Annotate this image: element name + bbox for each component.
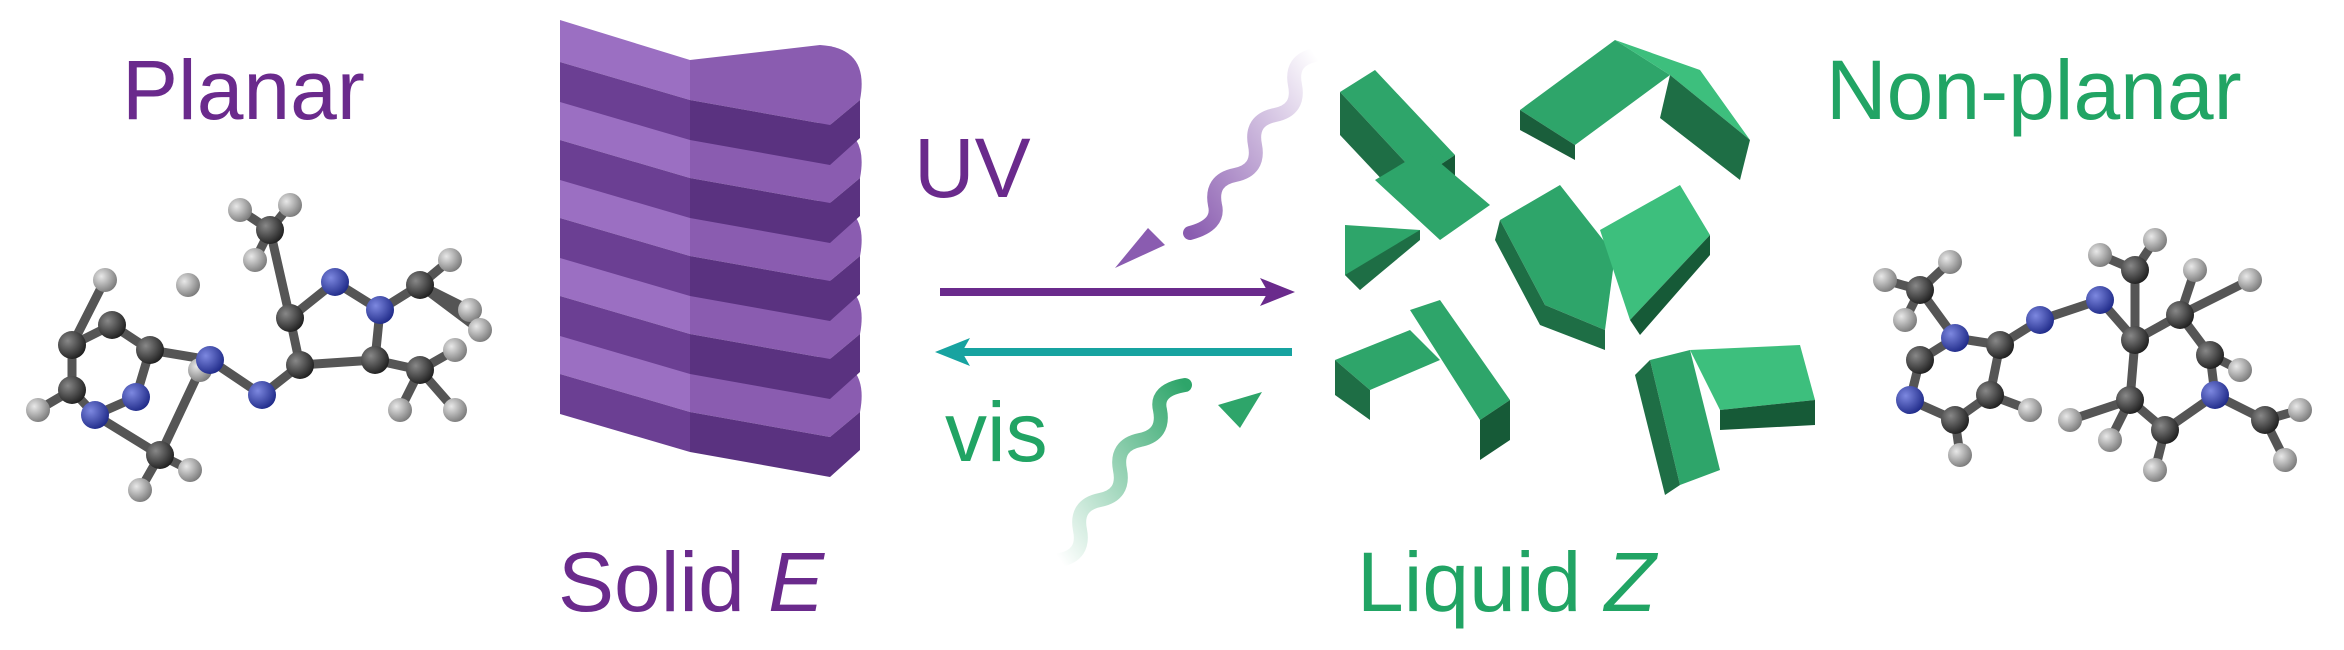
- label-planar: Planar: [122, 43, 365, 137]
- hydrogen-atom: [176, 273, 200, 297]
- hydrogen-atom: [2228, 358, 2252, 382]
- hydrogen-atom: [2018, 398, 2042, 422]
- carbon-atom: [146, 441, 174, 469]
- hydrogen-atom: [458, 298, 482, 322]
- solid-e-slab: [560, 254, 862, 399]
- label-liquid-text: Liquid: [1357, 535, 1605, 629]
- hydrogen-atom: [438, 248, 462, 272]
- hydrogen-atom: [2183, 258, 2207, 282]
- carbon-atom: [2166, 301, 2194, 329]
- hydrogen-atom: [2088, 243, 2112, 267]
- carbon-atom: [406, 356, 434, 384]
- hydrogen-atom: [93, 268, 117, 292]
- nitrogen-atom: [366, 296, 394, 324]
- carbon-atom: [2251, 406, 2279, 434]
- nitrogen-atom: [2086, 286, 2114, 314]
- hydrogen-atom: [2143, 458, 2167, 482]
- carbon-atom: [2196, 341, 2224, 369]
- forward-arrow-uv: [940, 278, 1295, 306]
- hydrogen-atom: [388, 398, 412, 422]
- z-block-4: [1495, 185, 1710, 350]
- carbon-atom: [2116, 386, 2144, 414]
- label-non-planar: Non-planar: [1826, 43, 2242, 137]
- bond: [265, 225, 295, 323]
- hydrogen-atom: [178, 458, 202, 482]
- carbon-atom: [98, 311, 126, 339]
- nitrogen-atom: [1941, 324, 1969, 352]
- z-block-3: [1345, 150, 1490, 290]
- carbon-atom: [58, 376, 86, 404]
- label-isomer-e: E: [768, 535, 825, 629]
- carbon-atom: [1986, 331, 2014, 359]
- hydrogen-atom: [443, 338, 467, 362]
- hydrogen-atom: [468, 318, 492, 342]
- planar-molecule: [26, 193, 492, 502]
- label-liquid-z: Liquid Z: [1357, 540, 1656, 624]
- liquid-z-block-cluster: [1335, 40, 1815, 495]
- label-solid-e: Solid E: [558, 540, 824, 624]
- hydrogen-atom: [1873, 268, 1897, 292]
- carbon-atom: [2121, 326, 2149, 354]
- label-vis: vis: [945, 385, 1048, 479]
- label-isomer-z: Z: [1604, 535, 1656, 629]
- nitrogen-atom: [196, 346, 224, 374]
- hydrogen-atom: [2288, 398, 2312, 422]
- wavy-arrow-uv-icon: [1115, 48, 1322, 268]
- carbon-atom: [58, 331, 86, 359]
- carbon-atom: [1976, 381, 2004, 409]
- carbon-atom: [1906, 346, 1934, 374]
- carbon-atom: [1941, 406, 1969, 434]
- hydrogen-atom: [443, 398, 467, 422]
- label-solid-text: Solid: [558, 535, 769, 629]
- nitrogen-atom: [321, 268, 349, 296]
- carbon-atom: [286, 351, 314, 379]
- hydrogen-atom: [2238, 268, 2262, 292]
- nitrogen-atom: [81, 401, 109, 429]
- z-block-6: [1635, 345, 1815, 495]
- hydrogen-atom: [228, 198, 252, 222]
- hydrogen-atom: [243, 248, 267, 272]
- nitrogen-atom: [2026, 306, 2054, 334]
- hydrogen-atom: [128, 478, 152, 502]
- carbon-atom: [1906, 276, 1934, 304]
- carbon-atom: [136, 336, 164, 364]
- bond: [155, 365, 205, 460]
- nitrogen-atom: [248, 381, 276, 409]
- hydrogen-atom: [1948, 443, 1972, 467]
- hydrogen-atom: [278, 193, 302, 217]
- hydrogen-atom: [2058, 408, 2082, 432]
- hydrogen-atom: [26, 398, 50, 422]
- solid-e-slab: [560, 20, 862, 165]
- carbon-atom: [2121, 256, 2149, 284]
- solid-e-block-stack: [560, 20, 862, 477]
- reverse-arrow-vis: [935, 338, 1292, 366]
- hydrogen-atom: [1938, 250, 1962, 274]
- z-block-2: [1520, 40, 1750, 180]
- hydrogen-atom: [2143, 228, 2167, 252]
- nitrogen-atom: [122, 383, 150, 411]
- non-planar-molecule: [1873, 228, 2312, 482]
- carbon-atom: [256, 216, 284, 244]
- carbon-atom: [406, 271, 434, 299]
- hydrogen-atom: [2273, 448, 2297, 472]
- carbon-atom: [361, 346, 389, 374]
- wavy-arrow-vis-icon: [1053, 378, 1262, 567]
- label-uv: UV: [914, 121, 1031, 215]
- hydrogen-atom: [1893, 308, 1917, 332]
- nitrogen-atom: [1896, 386, 1924, 414]
- carbon-atom: [276, 304, 304, 332]
- nitrogen-atom: [2201, 381, 2229, 409]
- carbon-atom: [2151, 416, 2179, 444]
- z-block-5: [1335, 300, 1510, 460]
- hydrogen-atom: [2098, 428, 2122, 452]
